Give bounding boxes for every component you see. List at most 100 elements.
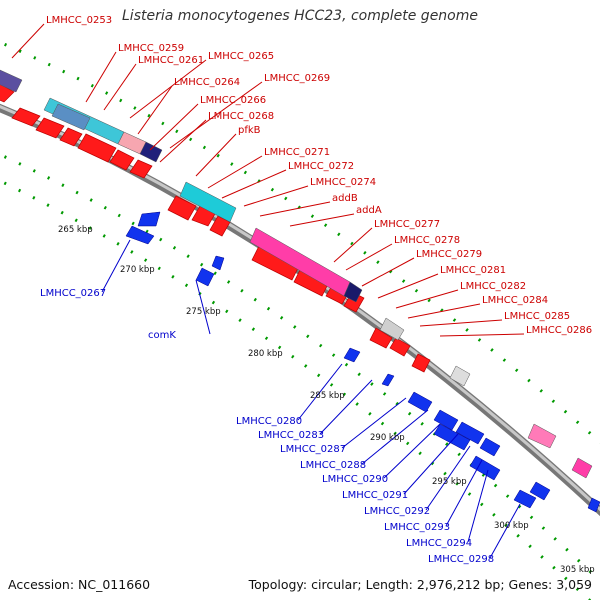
reverse-leader-8	[403, 433, 459, 495]
forward-leader-16	[345, 243, 393, 271]
reverse-leader-11	[467, 469, 489, 543]
forward-leader-13	[259, 201, 331, 217]
kbp-tick-label: 265 kbp	[58, 225, 93, 235]
reverse-gene-label: LMHCC_0288	[300, 460, 366, 471]
forward-gene-17	[411, 353, 431, 373]
kbp-tick-label: 285 kbp	[310, 391, 345, 401]
forward-gene-label: LMHCC_0286	[526, 325, 592, 336]
reverse-gene-10	[479, 437, 501, 457]
kbp-tick-label: 300 kbp	[494, 521, 529, 531]
reverse-gene-7	[407, 391, 433, 413]
forward-leader-5	[137, 85, 173, 135]
reverse-gene-4	[195, 267, 215, 287]
kbp-tick-label: 270 kbp	[120, 265, 155, 275]
forward-gene-label: LMHCC_0259	[118, 43, 184, 54]
forward-leader-21	[419, 319, 503, 327]
forward-leader-9	[195, 133, 237, 177]
reverse-gene-label: LMHCC_0290	[322, 474, 388, 485]
reverse-gene-5	[343, 347, 361, 363]
annotation-block-10	[449, 365, 471, 387]
reverse-leader-10	[445, 459, 483, 527]
reverse-leader-5	[341, 397, 407, 449]
genome-title: Listeria monocytogenes HCC23, complete g…	[122, 8, 478, 24]
forward-gene-label: LMHCC_0282	[460, 281, 526, 292]
reverse-gene-label: LMHCC_0287	[280, 444, 346, 455]
forward-gene-label: LMHCC_0277	[374, 219, 440, 230]
reverse-leader-9	[425, 445, 471, 511]
forward-leader-8	[159, 119, 207, 163]
forward-gene-16	[389, 337, 411, 357]
forward-leader-19	[395, 289, 459, 309]
topology-label: Topology: circular; Length: 2,976,212 bp…	[248, 577, 592, 592]
reverse-gene-label: LMHCC_0291	[342, 490, 408, 501]
annotation-block-6	[179, 181, 237, 223]
forward-gene-8	[167, 195, 197, 221]
forward-leader-7	[149, 103, 199, 151]
forward-gene-label: LMHCC_0272	[288, 161, 354, 172]
annotation-block-5	[139, 141, 163, 163]
annotation-block-8	[343, 281, 363, 303]
reverse-gene-3	[211, 255, 225, 271]
forward-gene-3	[35, 117, 65, 139]
kbp-tick-label: 295 kbp	[432, 477, 467, 487]
forward-gene-label: LMHCC_0279	[416, 249, 482, 260]
annotation-block-9	[379, 317, 405, 341]
reverse-gene-label: LMHCC_0267	[40, 288, 106, 299]
reverse-leader-3	[297, 363, 343, 421]
reverse-gene-14	[513, 489, 537, 509]
reverse-gene-label: LMHCC_0280	[236, 416, 302, 427]
forward-leader-11	[221, 169, 287, 199]
forward-leader-22	[439, 333, 525, 337]
forward-leader-12	[243, 185, 309, 207]
forward-leader-4	[129, 59, 207, 119]
tick-dots-1	[0, 152, 600, 583]
forward-gene-label: LMHCC_0265	[208, 51, 274, 62]
reverse-leader-2	[195, 279, 211, 335]
forward-leader-15	[333, 227, 373, 263]
forward-leader-1	[11, 23, 45, 59]
reverse-gene-8	[433, 409, 459, 431]
forward-leader-20	[407, 303, 481, 319]
forward-gene-5	[77, 133, 117, 163]
accession-label: Accession: NC_011660	[8, 577, 151, 592]
annotation-block-1	[0, 69, 23, 93]
reverse-leader-12	[489, 503, 521, 559]
forward-leader-17	[361, 257, 415, 287]
forward-gene-1	[0, 83, 15, 103]
forward-gene-label: pfkB	[238, 125, 261, 136]
forward-leader-3	[103, 63, 137, 111]
reverse-gene-2	[125, 225, 155, 245]
forward-gene-label: LMHCC_0278	[394, 235, 460, 246]
kbp-tick-label: 305 kbp	[560, 565, 595, 575]
reverse-gene-label: LMHCC_0294	[406, 538, 472, 549]
forward-gene-label: addB	[332, 193, 358, 204]
reverse-gene-15	[587, 497, 600, 513]
forward-leader-6	[169, 81, 263, 149]
reverse-gene-label: LMHCC_0298	[428, 554, 494, 565]
forward-gene-14	[343, 291, 365, 313]
forward-gene-label: addA	[356, 205, 382, 216]
reverse-gene-1	[137, 211, 161, 227]
forward-leader-2	[85, 51, 117, 103]
forward-leader-14	[289, 213, 355, 227]
reverse-gene-label: LMHCC_0292	[364, 506, 430, 517]
kbp-tick-label: 280 kbp	[248, 349, 283, 359]
reverse-gene-9	[455, 421, 485, 445]
annotation-block-3	[51, 103, 91, 131]
reverse-gene-13	[529, 481, 551, 501]
forward-gene-label: LMHCC_0266	[200, 95, 266, 106]
reverse-gene-6	[381, 373, 395, 387]
forward-gene-label: LMHCC_0271	[264, 147, 330, 158]
annotation-block-11	[527, 423, 557, 449]
reverse-leader-4	[319, 379, 373, 435]
tick-dots-2	[0, 179, 592, 600]
reverse-gene-label: LMHCC_0283	[258, 430, 324, 441]
reverse-gene-label: comK	[148, 330, 176, 341]
kbp-tick-label: 275 kbp	[186, 307, 221, 317]
reverse-gene-11	[433, 423, 471, 451]
forward-gene-label: LMHCC_0264	[174, 77, 240, 88]
forward-gene-label: LMHCC_0268	[208, 111, 274, 122]
reverse-gene-12	[469, 455, 501, 481]
